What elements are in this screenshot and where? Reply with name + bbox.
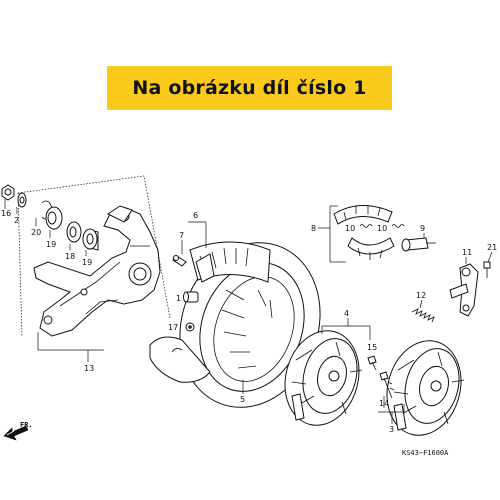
callout-13: 13 bbox=[84, 364, 94, 373]
callout-12: 12 bbox=[416, 291, 426, 300]
callout-3: 3 bbox=[389, 425, 394, 434]
diagram-code: KS43−F1600A bbox=[402, 449, 449, 457]
bolt-14 bbox=[379, 371, 395, 399]
callout-19-right: 19 bbox=[82, 258, 92, 267]
brake-cam-9 bbox=[401, 237, 436, 252]
leader-line bbox=[419, 299, 423, 309]
spacer-18 bbox=[66, 221, 82, 243]
bolt-7 bbox=[172, 255, 187, 267]
direction-label: FR. bbox=[20, 421, 33, 429]
bolt-15 bbox=[367, 355, 377, 371]
callout-14: 14 bbox=[379, 399, 389, 408]
brake-panel-4 bbox=[284, 330, 363, 426]
brake-arm-11 bbox=[449, 263, 479, 317]
callout-15: 15 bbox=[367, 343, 377, 352]
callout-8: 8 bbox=[311, 224, 316, 233]
nut-16 bbox=[1, 184, 15, 201]
spring-10a bbox=[359, 224, 373, 228]
banner-text: Na obrázku díl číslo 1 bbox=[132, 77, 367, 99]
callout-4: 4 bbox=[344, 309, 349, 318]
front-direction-arrow bbox=[3, 425, 29, 441]
callout-16: 16 bbox=[1, 209, 11, 218]
spring-12 bbox=[411, 308, 435, 323]
leader-line bbox=[487, 251, 493, 263]
wheel-hub-cover-6 bbox=[189, 241, 271, 283]
assembly-guide-line bbox=[17, 192, 23, 337]
callout-5: 5 bbox=[240, 395, 245, 404]
callout-9: 9 bbox=[420, 224, 425, 233]
callout-17: 17 bbox=[168, 323, 178, 332]
callout-1: 1 bbox=[176, 294, 181, 303]
bearing-19-left bbox=[45, 206, 63, 230]
callout-6: 6 bbox=[193, 211, 198, 220]
brake-shoes-8 bbox=[333, 205, 395, 260]
collar-1 bbox=[183, 291, 199, 303]
callout-18: 18 bbox=[65, 252, 75, 261]
callout-20: 20 bbox=[31, 228, 41, 237]
callout-2: 2 bbox=[14, 216, 19, 225]
swing-arm-bracket bbox=[33, 205, 161, 337]
spring-10b bbox=[391, 224, 405, 228]
assembly-guide-line bbox=[17, 175, 171, 319]
bearing-19-right bbox=[82, 228, 99, 251]
callout-10-right: 10 bbox=[377, 224, 387, 233]
callout-7: 7 bbox=[179, 231, 184, 240]
callout-21: 21 bbox=[487, 243, 497, 252]
brake-panel-3 bbox=[386, 340, 465, 436]
bolt-21 bbox=[483, 261, 491, 278]
washer-2 bbox=[17, 192, 27, 208]
bolt-17 bbox=[185, 322, 195, 332]
tire-5 bbox=[149, 242, 321, 408]
callout-19-left: 19 bbox=[46, 240, 56, 249]
part-number-banner: Na obrázku díl číslo 1 bbox=[107, 66, 392, 110]
callout-10-left: 10 bbox=[345, 224, 355, 233]
callout-11: 11 bbox=[462, 248, 472, 257]
